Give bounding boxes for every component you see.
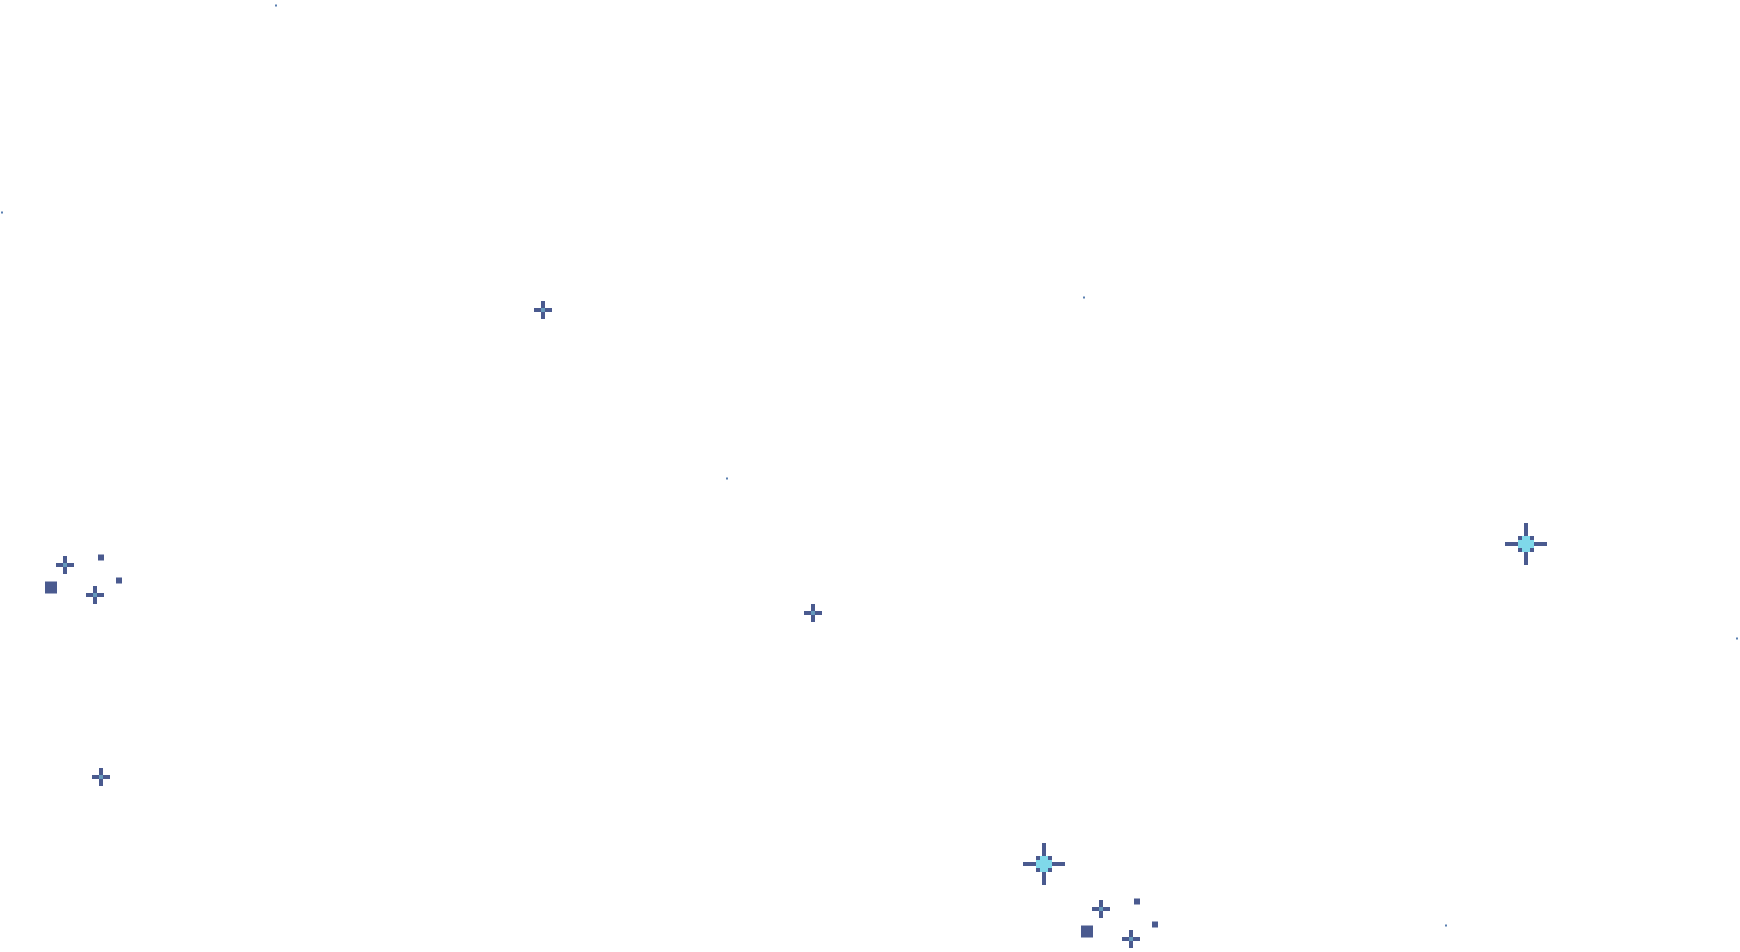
small-sparkle-icon [1122, 930, 1140, 952]
pixel-dot-icon [116, 569, 122, 588]
small-sparkle-icon [1092, 900, 1110, 922]
tiny-star-icon [1082, 285, 1086, 304]
large-sparkle-icon [1505, 523, 1547, 569]
tiny-star-icon [1735, 626, 1739, 645]
tiny-star-icon [274, 0, 278, 12]
pixel-dot-icon [1152, 913, 1158, 932]
small-sparkle-icon [86, 586, 104, 608]
pixel-dot-icon [1134, 890, 1140, 909]
small-sparkle-icon [534, 301, 552, 323]
small-sparkle-icon [56, 556, 74, 578]
small-sparkle-icon [804, 604, 822, 626]
pixel-dot-icon [98, 546, 104, 565]
tiny-star-icon [1444, 913, 1448, 932]
tiny-star-icon [0, 200, 4, 219]
small-sparkle-icon [92, 768, 110, 790]
large-sparkle-icon [1023, 843, 1065, 889]
pixel-square-icon [45, 579, 57, 598]
pixel-square-icon [1081, 923, 1093, 942]
tiny-star-icon [725, 466, 729, 485]
